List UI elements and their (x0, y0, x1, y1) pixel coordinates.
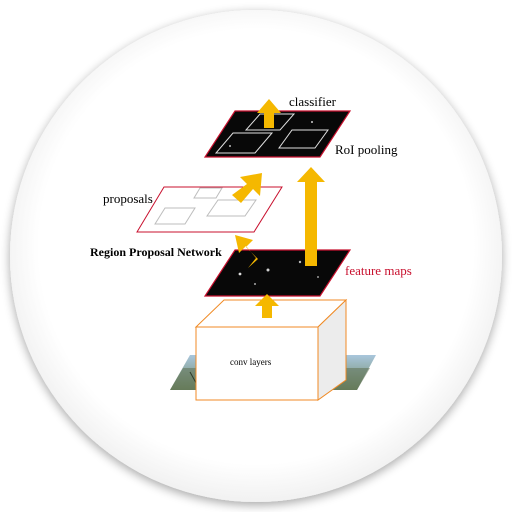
conv-layers-label: conv layers (230, 357, 272, 367)
image-label: image (242, 401, 268, 412)
roi-pooling-plane (203, 110, 352, 158)
feature-maps-label: feature maps (345, 263, 412, 278)
region-proposal-network-label: Region Proposal Network (90, 245, 222, 259)
arrow-features-to-proposals (235, 235, 258, 268)
flow-arrows (232, 99, 325, 318)
conv-layers-box (194, 298, 348, 401)
roi-pooling-label: RoI pooling (335, 142, 398, 157)
arrow-proposals-to-roi (232, 173, 262, 203)
arrow-conv-to-features (255, 294, 279, 318)
proposals-label: proposals (103, 191, 153, 206)
arrow-roi-to-classifier (257, 99, 281, 128)
arrow-features-to-roi (297, 167, 325, 266)
classifier-label: classifier (289, 94, 336, 109)
proposals-plane (136, 186, 283, 233)
